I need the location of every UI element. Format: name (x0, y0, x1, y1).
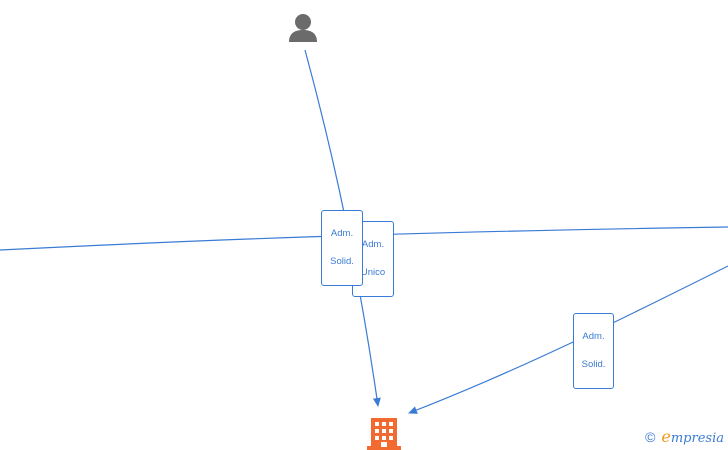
copyright-icon: © (645, 429, 656, 445)
edge-label-adm-solid-2[interactable]: Adm. Solid. (573, 313, 614, 389)
building-icon[interactable] (367, 418, 401, 450)
edge-unico (0, 226, 728, 251)
edge-label-line2: Solid. (581, 359, 606, 370)
edge-label-line2: Unico (360, 267, 386, 278)
edge-label-adm-solid-1[interactable]: Adm. Solid. (321, 210, 363, 286)
edge-label-line1: Adm. (330, 228, 354, 239)
edge-label-line1: Adm. (582, 331, 605, 342)
edge-label-line1: Adm. (361, 239, 385, 250)
brand-logo-text: mpresia (670, 431, 724, 446)
brand-watermark: © empresia (645, 427, 724, 446)
brand-logo-initial: e (661, 427, 671, 446)
edge-label-line2: Solid. (330, 256, 354, 267)
edge-right-to-company (408, 265, 728, 414)
person-icon[interactable] (289, 14, 317, 42)
